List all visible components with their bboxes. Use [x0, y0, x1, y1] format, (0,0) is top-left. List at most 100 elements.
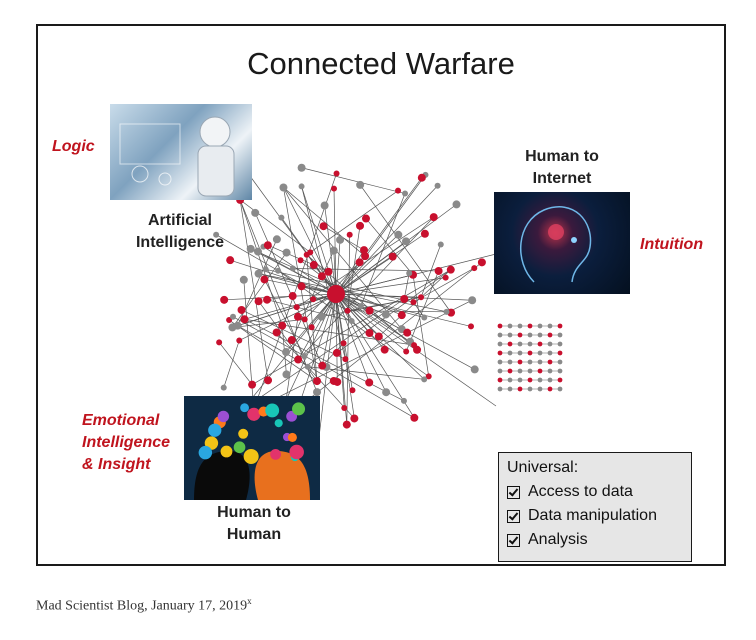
intuition-label: Intuition — [640, 236, 704, 253]
network-node — [342, 420, 351, 429]
network-node — [309, 260, 318, 269]
network-node — [468, 296, 477, 305]
idea-icon — [217, 410, 230, 423]
grid-node — [497, 359, 503, 365]
grid-node — [527, 350, 533, 356]
network-node — [216, 339, 223, 346]
idea-icon — [220, 445, 233, 458]
network-node — [310, 296, 317, 303]
network-node — [282, 370, 291, 379]
network-node — [380, 345, 389, 354]
network-node — [410, 299, 417, 306]
network-node — [272, 235, 281, 244]
network-node — [336, 235, 345, 244]
grid-node — [527, 341, 533, 347]
network-node — [297, 257, 304, 264]
logic-label: Logic — [52, 138, 95, 155]
legend-item-label: Analysis — [528, 531, 588, 548]
network-node — [319, 222, 328, 231]
network-node — [397, 311, 406, 320]
grid-node — [527, 368, 533, 374]
grid-node — [517, 350, 523, 356]
network-node — [320, 201, 329, 210]
grid-node — [527, 359, 533, 365]
network-node — [301, 316, 308, 323]
idea-icon — [287, 432, 297, 442]
network-node — [317, 312, 326, 321]
network-node — [400, 397, 407, 404]
emotional-line-1: Emotional — [82, 412, 160, 429]
grid-node — [547, 350, 553, 356]
network-node — [421, 376, 428, 383]
idea-icon — [247, 407, 261, 421]
idea-icon — [292, 402, 306, 416]
checkbox-icon — [507, 509, 520, 523]
network-node — [355, 258, 364, 267]
network-node — [253, 247, 262, 256]
network-node — [360, 246, 369, 255]
network-node — [471, 265, 478, 272]
network-node — [329, 246, 338, 255]
grid-node — [537, 377, 543, 383]
network-node — [395, 187, 402, 194]
network-node — [356, 221, 365, 230]
network-node — [293, 304, 300, 311]
ai-robot-image — [110, 104, 252, 200]
grid-node — [517, 368, 523, 374]
idea-icon — [270, 448, 281, 460]
grid-node — [527, 386, 533, 392]
network-node — [340, 340, 347, 347]
grid-node — [517, 332, 523, 338]
idea-icon — [198, 445, 213, 460]
network-node — [275, 267, 282, 274]
network-node — [443, 308, 450, 315]
network-node — [342, 356, 349, 363]
network-node — [220, 384, 227, 391]
network-node — [411, 342, 418, 349]
grid-node — [557, 323, 563, 329]
diagram-title: Connected Warfare — [247, 46, 515, 81]
caption-text: Mad Scientist Blog, January 17, 2019 — [36, 598, 248, 614]
network-node — [289, 265, 296, 272]
grid-node — [557, 377, 563, 383]
network-node — [410, 413, 419, 422]
network-node — [420, 229, 429, 238]
grid-node — [527, 323, 533, 329]
idea-icon — [233, 441, 246, 454]
idea-icon — [243, 448, 259, 464]
network-node — [239, 275, 248, 284]
grid-node — [547, 386, 553, 392]
checkbox-icon — [507, 533, 520, 547]
network-node — [356, 180, 365, 189]
network-node — [425, 373, 432, 380]
network-node — [470, 365, 479, 374]
network-node — [374, 332, 383, 341]
network-node — [246, 244, 255, 253]
idea-icon — [289, 444, 304, 460]
network-node — [330, 185, 337, 192]
network-node — [278, 321, 287, 330]
network-node — [361, 252, 370, 261]
network-node — [308, 324, 315, 331]
network-node — [313, 377, 322, 386]
network-node — [213, 231, 220, 238]
network-node — [240, 315, 249, 324]
network-node — [226, 256, 235, 265]
grid-node — [547, 377, 553, 383]
network-node — [442, 274, 449, 281]
network-node — [467, 323, 474, 330]
grid-node — [537, 341, 543, 347]
human-to-human-image — [184, 396, 320, 500]
network-node — [287, 336, 296, 345]
network-node — [254, 269, 263, 278]
grid-node — [507, 341, 513, 347]
grid-node — [547, 341, 553, 347]
grid-node — [537, 386, 543, 392]
grid-node — [497, 377, 503, 383]
ai-label: Artificial Intelligence — [120, 210, 240, 254]
emotional-line-2: Intelligence — [82, 434, 171, 451]
network-node — [381, 310, 390, 319]
grid-node — [497, 386, 503, 392]
network-node — [297, 282, 306, 291]
human-internet-label: Human to Internet — [502, 146, 622, 190]
